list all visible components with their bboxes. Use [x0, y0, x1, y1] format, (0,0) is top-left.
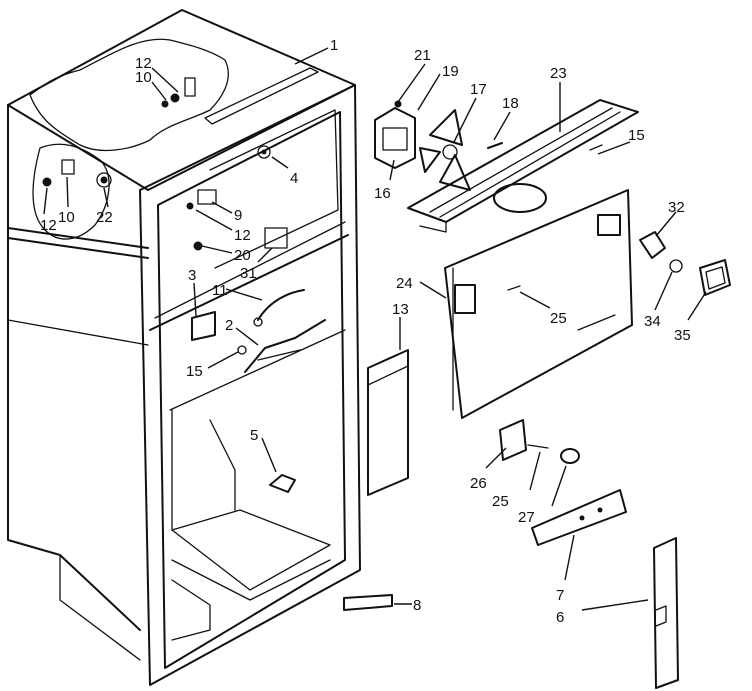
- part-23-air-duct: [407, 99, 639, 233]
- part-26-27-bracket: [499, 419, 580, 464]
- callout-7: 7: [556, 587, 564, 604]
- callout-27: 27: [518, 509, 535, 526]
- callout-3: 3: [188, 267, 196, 284]
- callout-11: 11: [212, 282, 228, 299]
- callout-12: 12: [40, 217, 57, 234]
- callout-15: 15: [186, 363, 203, 380]
- callout-26: 26: [470, 475, 487, 492]
- callout-19: 19: [442, 63, 459, 80]
- cabinet-body: [7, 9, 361, 686]
- callout-21: 21: [414, 47, 431, 64]
- callout-labels: 1 12 10 12 10 22 4 9 12 20 31 3 11 2 15 …: [40, 37, 691, 626]
- part-24-rear-panel: [444, 189, 633, 419]
- leader-lines: [43, 47, 707, 611]
- callout-17: 17: [470, 81, 487, 98]
- callout-18: 18: [502, 95, 519, 112]
- callout-15: 15: [628, 127, 645, 144]
- callout-6: 6: [556, 609, 564, 626]
- callout-24: 24: [396, 275, 413, 292]
- callout-35: 35: [674, 327, 691, 344]
- callout-32: 32: [668, 199, 685, 216]
- callout-20: 20: [234, 247, 251, 264]
- callout-25: 25: [550, 310, 567, 327]
- fan-motor-assembly: [374, 100, 503, 191]
- callout-4: 4: [290, 170, 298, 187]
- callout-23: 23: [550, 65, 567, 82]
- callout-10: 10: [58, 209, 75, 226]
- callout-9: 9: [234, 207, 242, 224]
- light-socket-assembly: [639, 231, 731, 296]
- callout-2: 2: [225, 317, 233, 334]
- callout-16: 16: [374, 185, 391, 202]
- callout-34: 34: [644, 313, 661, 330]
- part-8-trim: [343, 594, 393, 611]
- callout-31: 31: [240, 265, 257, 282]
- callout-12: 12: [135, 55, 152, 72]
- callout-13: 13: [392, 301, 409, 318]
- callout-25: 25: [492, 493, 509, 510]
- callout-5: 5: [250, 427, 258, 444]
- callout-22: 22: [96, 209, 113, 226]
- part-6-trim-strip: [653, 537, 679, 689]
- cabinet-hardware: [42, 77, 326, 493]
- callout-10: 10: [135, 69, 152, 86]
- callout-1: 1: [330, 37, 338, 54]
- callout-12: 12: [234, 227, 251, 244]
- callout-8: 8: [413, 597, 421, 614]
- part-7-bracket: [531, 489, 627, 546]
- part-13-liner-strip: [367, 349, 409, 496]
